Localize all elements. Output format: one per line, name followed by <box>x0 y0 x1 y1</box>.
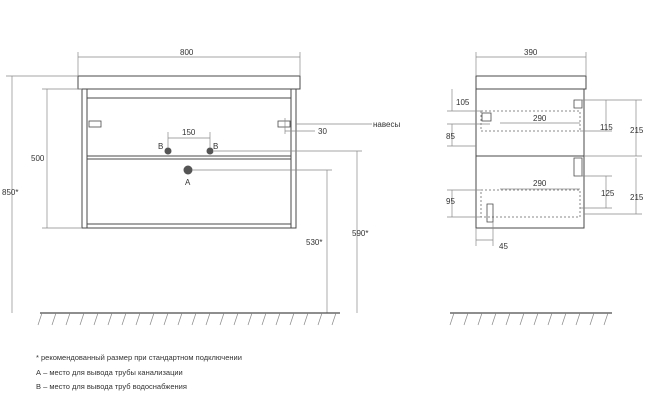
dim-side-depth: 390 <box>524 48 538 57</box>
side-view <box>475 75 587 229</box>
dim-top-gap: 105 <box>456 98 470 107</box>
side-top-drawer <box>480 110 581 132</box>
front-cabinet-body <box>81 88 297 229</box>
front-hinge-right <box>277 120 291 128</box>
label-a: A <box>185 178 191 187</box>
floor-side <box>449 312 612 326</box>
label-hinges: навесы <box>373 120 400 129</box>
front-hinge-left <box>88 120 102 128</box>
side-bottom-drawer <box>480 189 581 218</box>
dim-bottom-gap: 95 <box>446 197 455 206</box>
note-b-description: В – место для вывода труб водоснабжения <box>36 382 187 391</box>
side-cabinet-body <box>475 88 585 229</box>
label-b-left: B <box>158 142 163 151</box>
dim-front-width: 800 <box>180 48 194 57</box>
dim-drawer-depth-top: 290 <box>533 114 547 123</box>
front-lower-drawer <box>86 158 292 225</box>
note-a-description: А – место для вывода трубы канализации <box>36 368 183 377</box>
dim-total-height: 850* <box>2 188 18 197</box>
pipe-point-b-right <box>206 147 214 155</box>
pipe-point-a <box>183 165 193 175</box>
dim-supply-height: 590* <box>352 229 368 238</box>
dim-pipe-spacing: 150 <box>182 128 196 137</box>
front-countertop <box>77 75 301 90</box>
dim-hinge-height: 85 <box>446 132 455 141</box>
front-view <box>77 75 301 229</box>
side-dimension-lines <box>447 52 642 246</box>
dim-hinge-offset: 30 <box>318 127 327 136</box>
pipe-point-b-left <box>164 147 172 155</box>
dim-bottom-drawer-height: 125 <box>601 189 615 198</box>
note-recommended: * рекомендованный размер при стандартном… <box>36 353 242 362</box>
dim-drawer-depth-bottom: 290 <box>533 179 547 188</box>
dim-back-offset: 45 <box>499 242 508 251</box>
dim-drain-height: 530* <box>306 238 322 247</box>
label-b-right: B <box>213 142 218 151</box>
side-countertop <box>475 75 587 90</box>
dim-top-drawer-height: 115 <box>600 123 613 132</box>
floor-front <box>37 312 340 326</box>
front-upper-drawer <box>86 97 292 157</box>
dim-bottom-section-height: 215 <box>630 193 644 202</box>
front-dimension-lines <box>6 52 372 313</box>
dim-top-section-height: 215 <box>630 126 644 135</box>
dim-body-height: 500 <box>31 154 45 163</box>
